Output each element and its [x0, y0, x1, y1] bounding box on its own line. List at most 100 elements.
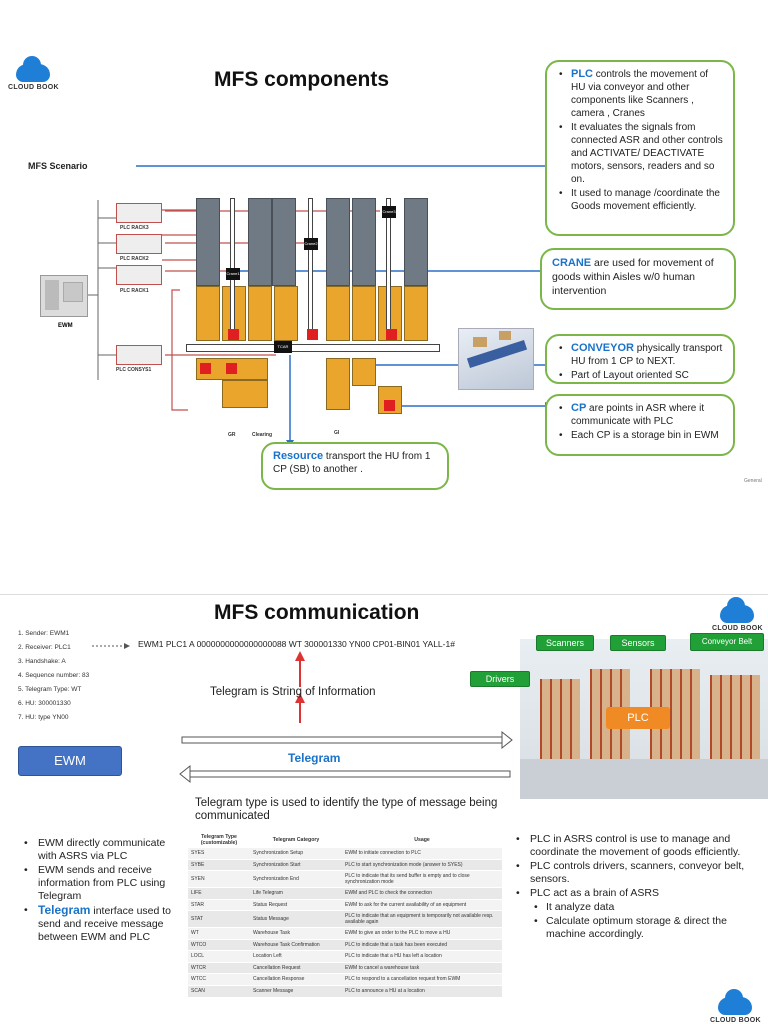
- clearing-label: Clearing: [252, 432, 273, 438]
- cloud-icon: [16, 56, 51, 82]
- drivers-box: Drivers: [470, 671, 530, 687]
- cp-marker: [386, 329, 397, 340]
- table-cell: Synchronization Setup: [250, 847, 342, 859]
- ewm-computer-icon: [40, 275, 88, 317]
- slide-mfs-components: CLOUD BOOK MFS components MFS Scenario E…: [0, 50, 768, 495]
- table-cell: EWM to initiate connection to PLC: [342, 847, 502, 859]
- table-cell: WTCC: [188, 973, 250, 985]
- plc-consys1-label: PLC CONSYS1: [116, 367, 152, 373]
- gr-label: GR: [228, 432, 236, 438]
- resource-callout: Resource transport the HU from 1 CP (SB)…: [261, 442, 449, 490]
- tcar: TCAR: [274, 341, 292, 353]
- table-cell: STAT: [188, 910, 250, 928]
- table-cell: PLC to announce a HU at a location: [342, 984, 502, 997]
- table-header: Usage: [414, 837, 430, 843]
- table-cell: EWM to cancel a warehouse task: [342, 961, 502, 974]
- plc-box: PLC: [606, 707, 670, 729]
- slide-title: MFS components: [214, 68, 390, 91]
- field-hu: 6. HU: 300001330: [18, 700, 71, 707]
- table-cell: Cancellation Request: [250, 961, 342, 974]
- telegram-string: EWM1 PLC1 A 0000000000000000088 WT 30000…: [138, 639, 455, 649]
- cp-callout: CP are points in ASR where it communicat…: [545, 394, 735, 456]
- cp-marker: [307, 329, 318, 340]
- field-sender: 1. Sender: EWM1: [18, 630, 70, 637]
- table-cell: Life Telegram: [250, 887, 342, 899]
- table-cell: PLC to indicate that a task has been exe…: [342, 938, 502, 951]
- conveyor-image: [458, 328, 534, 390]
- tcar-rail: [186, 344, 440, 352]
- conveyor-belt-box: Conveyor Belt: [690, 633, 764, 651]
- telegram-caption: Telegram is String of Information: [210, 686, 376, 698]
- ewm-label: EWM: [58, 323, 73, 329]
- slide-title: MFS communication: [214, 601, 420, 624]
- plc-callout: PLC controls the movement of HU via conv…: [545, 60, 735, 236]
- cloud-book-logo: CLOUD BOOK: [8, 56, 59, 91]
- plc-rack2: [116, 234, 162, 254]
- table-header: Telegram Category: [272, 837, 320, 843]
- table-cell: PLC to respond to a cancellation request…: [342, 973, 502, 985]
- field-handshake: 3. Handshake: A: [18, 658, 66, 665]
- table-cell: Cancellation Response: [250, 973, 342, 985]
- crane3: Crane3: [382, 206, 396, 218]
- field-receiver: 2. Receiver: PLC1: [18, 644, 71, 651]
- ewm-box: EWM: [18, 746, 122, 776]
- ewm-bullets: EWM directly communicate with ASRS via P…: [24, 837, 174, 945]
- table-header: Telegram Type (customizable): [200, 834, 238, 846]
- table-cell: SYES: [188, 847, 250, 859]
- table-cell: PLC to indicate that its send buffer is …: [342, 870, 502, 888]
- field-sequence: 4. Sequence number: 83: [18, 672, 90, 679]
- classification-label: General: [744, 478, 762, 484]
- table-cell: LOCL: [188, 950, 250, 962]
- table-cell: WT: [188, 927, 250, 939]
- telegram-type-caption: Telegram type is used to identify the ty…: [195, 797, 498, 822]
- telegram-type-table: Telegram Type (customizable) Telegram Ca…: [188, 833, 502, 997]
- field-hu-type: 7. HU: type YN00: [18, 714, 69, 721]
- table-cell: Status Message: [250, 910, 342, 928]
- crane-callout: CRANE are used for movement of goods wit…: [540, 248, 736, 310]
- plc-rack1-label: PLC RACK1: [120, 288, 149, 294]
- sensors-box: Sensors: [610, 635, 666, 651]
- cp-marker: [384, 400, 395, 411]
- table-cell: Synchronization End: [250, 870, 342, 888]
- table-cell: WTCR: [188, 961, 250, 974]
- table-cell: PLC to start synchronization mode (answe…: [342, 858, 502, 871]
- telegram-label: Telegram: [288, 751, 341, 765]
- cp-marker: [200, 363, 211, 374]
- cloud-book-logo: CLOUD BOOK: [712, 597, 763, 632]
- table-cell: Status Request: [250, 898, 342, 911]
- table-cell: EWM and PLC to check the connection: [342, 887, 502, 899]
- cloud-icon: [720, 597, 755, 623]
- table-cell: Location Left: [250, 950, 342, 962]
- gi-label: GI: [334, 430, 340, 436]
- table-cell: Synchronization Start: [250, 858, 342, 871]
- crane2: Crane2: [304, 238, 318, 250]
- plc-rack3: [116, 203, 162, 223]
- table-cell: PLC to indicate that a HU has left a loc…: [342, 950, 502, 962]
- plc-consys1: [116, 345, 162, 365]
- table-cell: Warehouse Task Confirmation: [250, 938, 342, 951]
- cp-marker: [226, 363, 237, 374]
- table-cell: WTCO: [188, 938, 250, 951]
- table-cell: LIFE: [188, 887, 250, 899]
- scenario-label: MFS Scenario: [28, 161, 88, 171]
- table-cell: Warehouse Task: [250, 927, 342, 939]
- table-cell: EWM to ask for the current availability …: [342, 898, 502, 911]
- plc-rack1: [116, 265, 162, 285]
- plc-keyword: PLC: [571, 68, 593, 80]
- slide-mfs-communication: MFS communication CLOUD BOOK 1. Sender: …: [0, 594, 768, 1024]
- scanners-box: Scanners: [536, 635, 594, 651]
- table-cell: PLC to indicate that an equipment is tem…: [342, 910, 502, 928]
